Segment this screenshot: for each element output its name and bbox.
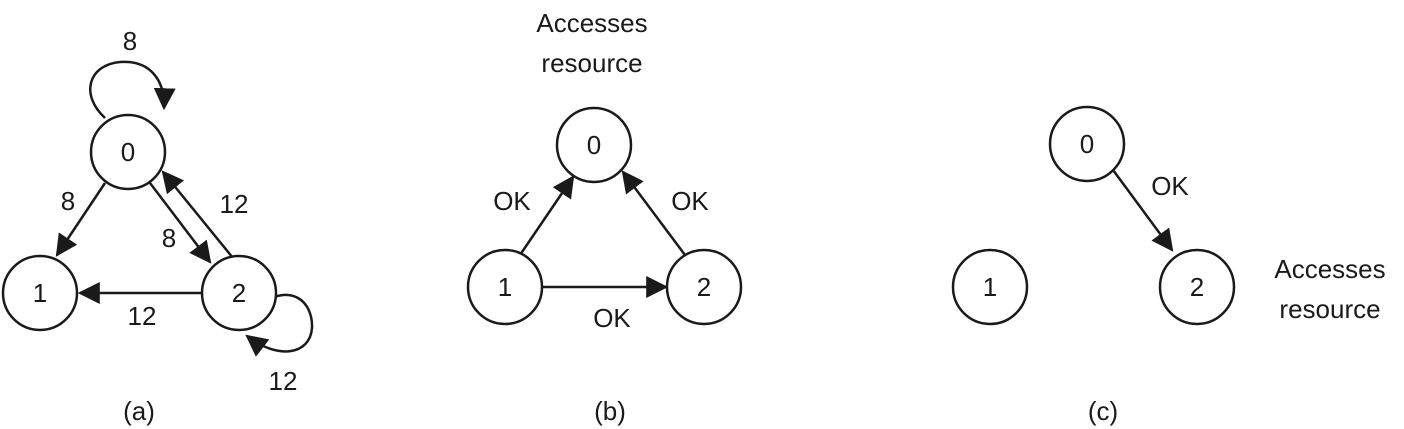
caption-c: (c) bbox=[1088, 396, 1118, 426]
node-c-1: 1 bbox=[951, 248, 1029, 326]
node-a-2: 2 bbox=[200, 254, 278, 332]
caption-a: (a) bbox=[123, 396, 155, 426]
svg-text:2: 2 bbox=[1190, 272, 1204, 302]
node-b-2: 2 bbox=[665, 248, 743, 326]
node-a-1: 1 bbox=[1, 254, 79, 332]
edge-a-self-0-label: 8 bbox=[123, 26, 137, 56]
node-b-1: 1 bbox=[466, 248, 544, 326]
node-a-0: 0 bbox=[89, 113, 167, 191]
edge-a-0-1 bbox=[55, 182, 107, 257]
edge-a-2-0 bbox=[161, 170, 234, 259]
panel-a: 8 8 8 12 12 12 0 1 2 (a) bbox=[1, 26, 314, 426]
edge-a-2-1-label: 12 bbox=[128, 301, 157, 331]
note-c-line1: Accesses bbox=[1274, 254, 1385, 284]
edge-b-1-0 bbox=[518, 175, 575, 256]
edge-a-0-2-label: 8 bbox=[162, 223, 176, 253]
edge-c-0-2-label: OK bbox=[1151, 171, 1189, 201]
edge-a-0-1-label: 8 bbox=[61, 186, 75, 216]
edge-b-1-2-label: OK bbox=[593, 303, 631, 333]
edge-a-self-2 bbox=[245, 293, 314, 357]
note-b-line1: Accesses bbox=[536, 8, 647, 38]
node-c-0: 0 bbox=[1048, 105, 1126, 183]
edge-a-0-2 bbox=[149, 182, 212, 264]
edge-b-2-0 bbox=[621, 170, 687, 256]
edge-b-2-0-label: OK bbox=[671, 186, 709, 216]
note-b-line2: resource bbox=[541, 48, 642, 78]
svg-text:2: 2 bbox=[697, 272, 711, 302]
panel-b: Accesses resource OK OK OK 0 1 2 (b) bbox=[466, 8, 743, 426]
edge-c-0-2 bbox=[1111, 169, 1174, 252]
edge-a-self-2-label: 12 bbox=[269, 366, 298, 396]
svg-text:2: 2 bbox=[232, 278, 246, 308]
note-c-line2: resource bbox=[1279, 294, 1380, 324]
svg-text:0: 0 bbox=[587, 130, 601, 160]
edge-b-1-0-label: OK bbox=[493, 186, 531, 216]
node-b-0: 0 bbox=[555, 106, 633, 184]
edge-a-2-0-label: 12 bbox=[220, 189, 249, 219]
caption-b: (b) bbox=[594, 396, 626, 426]
svg-text:1: 1 bbox=[498, 272, 512, 302]
edge-a-self-0 bbox=[89, 60, 176, 119]
panel-c: OK 0 1 2 Accesses resource (c) bbox=[951, 105, 1386, 426]
svg-text:0: 0 bbox=[1080, 129, 1094, 159]
svg-text:1: 1 bbox=[33, 278, 47, 308]
svg-text:0: 0 bbox=[121, 137, 135, 167]
node-c-2: 2 bbox=[1158, 248, 1236, 326]
svg-text:1: 1 bbox=[983, 272, 997, 302]
